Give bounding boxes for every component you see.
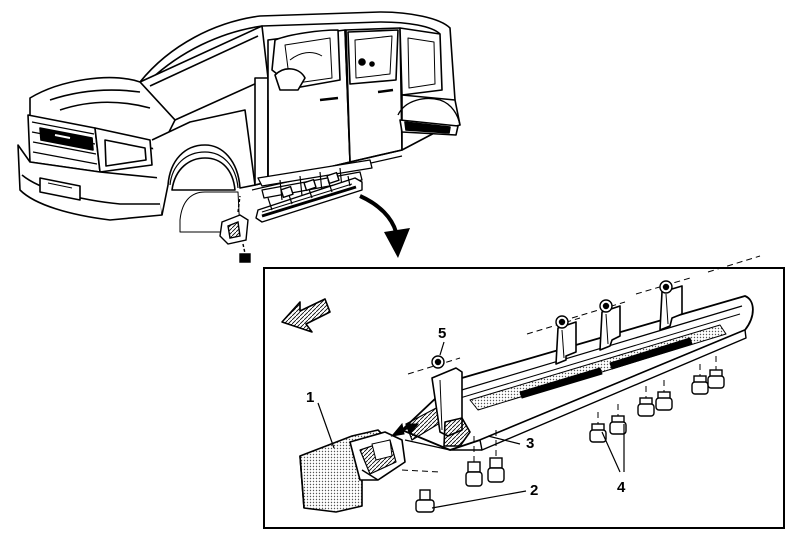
- bolt-under-1: [465, 461, 483, 487]
- nuts: [431, 280, 673, 369]
- front-direction-arrow-icon: [281, 298, 331, 333]
- bolt-4a: [589, 423, 607, 443]
- bolt-4c: [637, 397, 655, 417]
- vehicle-assist-step-exploded: [255, 171, 363, 223]
- callout-3: 3: [526, 435, 534, 452]
- vehicle-end-cap-exploded: [219, 195, 251, 263]
- double-headed-arrow-icon: [390, 422, 420, 437]
- callout-5: 5: [438, 325, 446, 342]
- callout-4: 4: [617, 479, 626, 496]
- bolt-2: [415, 489, 435, 513]
- callout-1: 1: [306, 389, 314, 406]
- curved-detail-arrow-icon: [359, 194, 410, 258]
- bolt-4b: [609, 415, 627, 435]
- callout-2: 2: [530, 482, 538, 499]
- bolts: [415, 369, 725, 513]
- vehicle-illustration: [17, 11, 461, 233]
- bolt-4e: [691, 375, 709, 395]
- detail-frame: [263, 267, 785, 529]
- leader-lines: [317, 341, 625, 509]
- mounting-brackets: [431, 285, 683, 447]
- end-cap-1: [299, 429, 406, 513]
- bolt-under-2: [487, 457, 505, 483]
- bolt-4f: [707, 369, 725, 389]
- bolt-4d: [655, 391, 673, 411]
